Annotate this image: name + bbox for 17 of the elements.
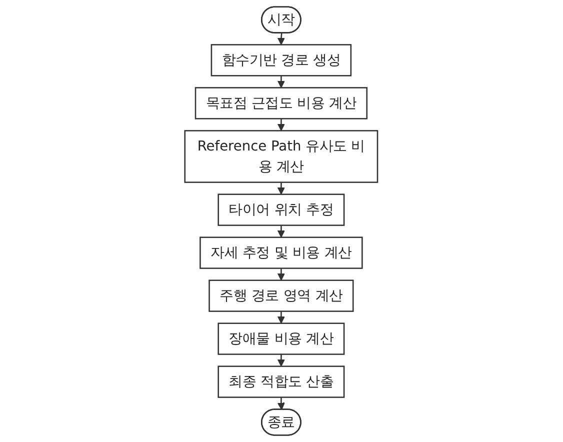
arrow [278, 354, 286, 367]
node-box: 최종 적합도 산출 [218, 366, 345, 398]
node-box: 주행 경로 영역 계산 [208, 280, 354, 312]
node-box: 자세 추정 및 비용 계산 [200, 236, 364, 269]
node-box: 타이어 위치 추정 [218, 194, 345, 226]
arrow [278, 225, 286, 238]
arrow [278, 33, 286, 46]
arrow [278, 182, 286, 195]
arrow [278, 311, 286, 324]
arrow [278, 268, 286, 281]
arrow [278, 76, 286, 88]
arrow [278, 397, 286, 410]
node-box: 장애물 비용 계산 [218, 322, 345, 355]
node-box: 함수기반 경로 생성 [211, 44, 352, 76]
node-box: 목표점 근접도 비용 계산 [195, 87, 368, 120]
arrow [278, 118, 286, 132]
node-box: Reference Path 유사도 비용 계산 [184, 130, 378, 183]
